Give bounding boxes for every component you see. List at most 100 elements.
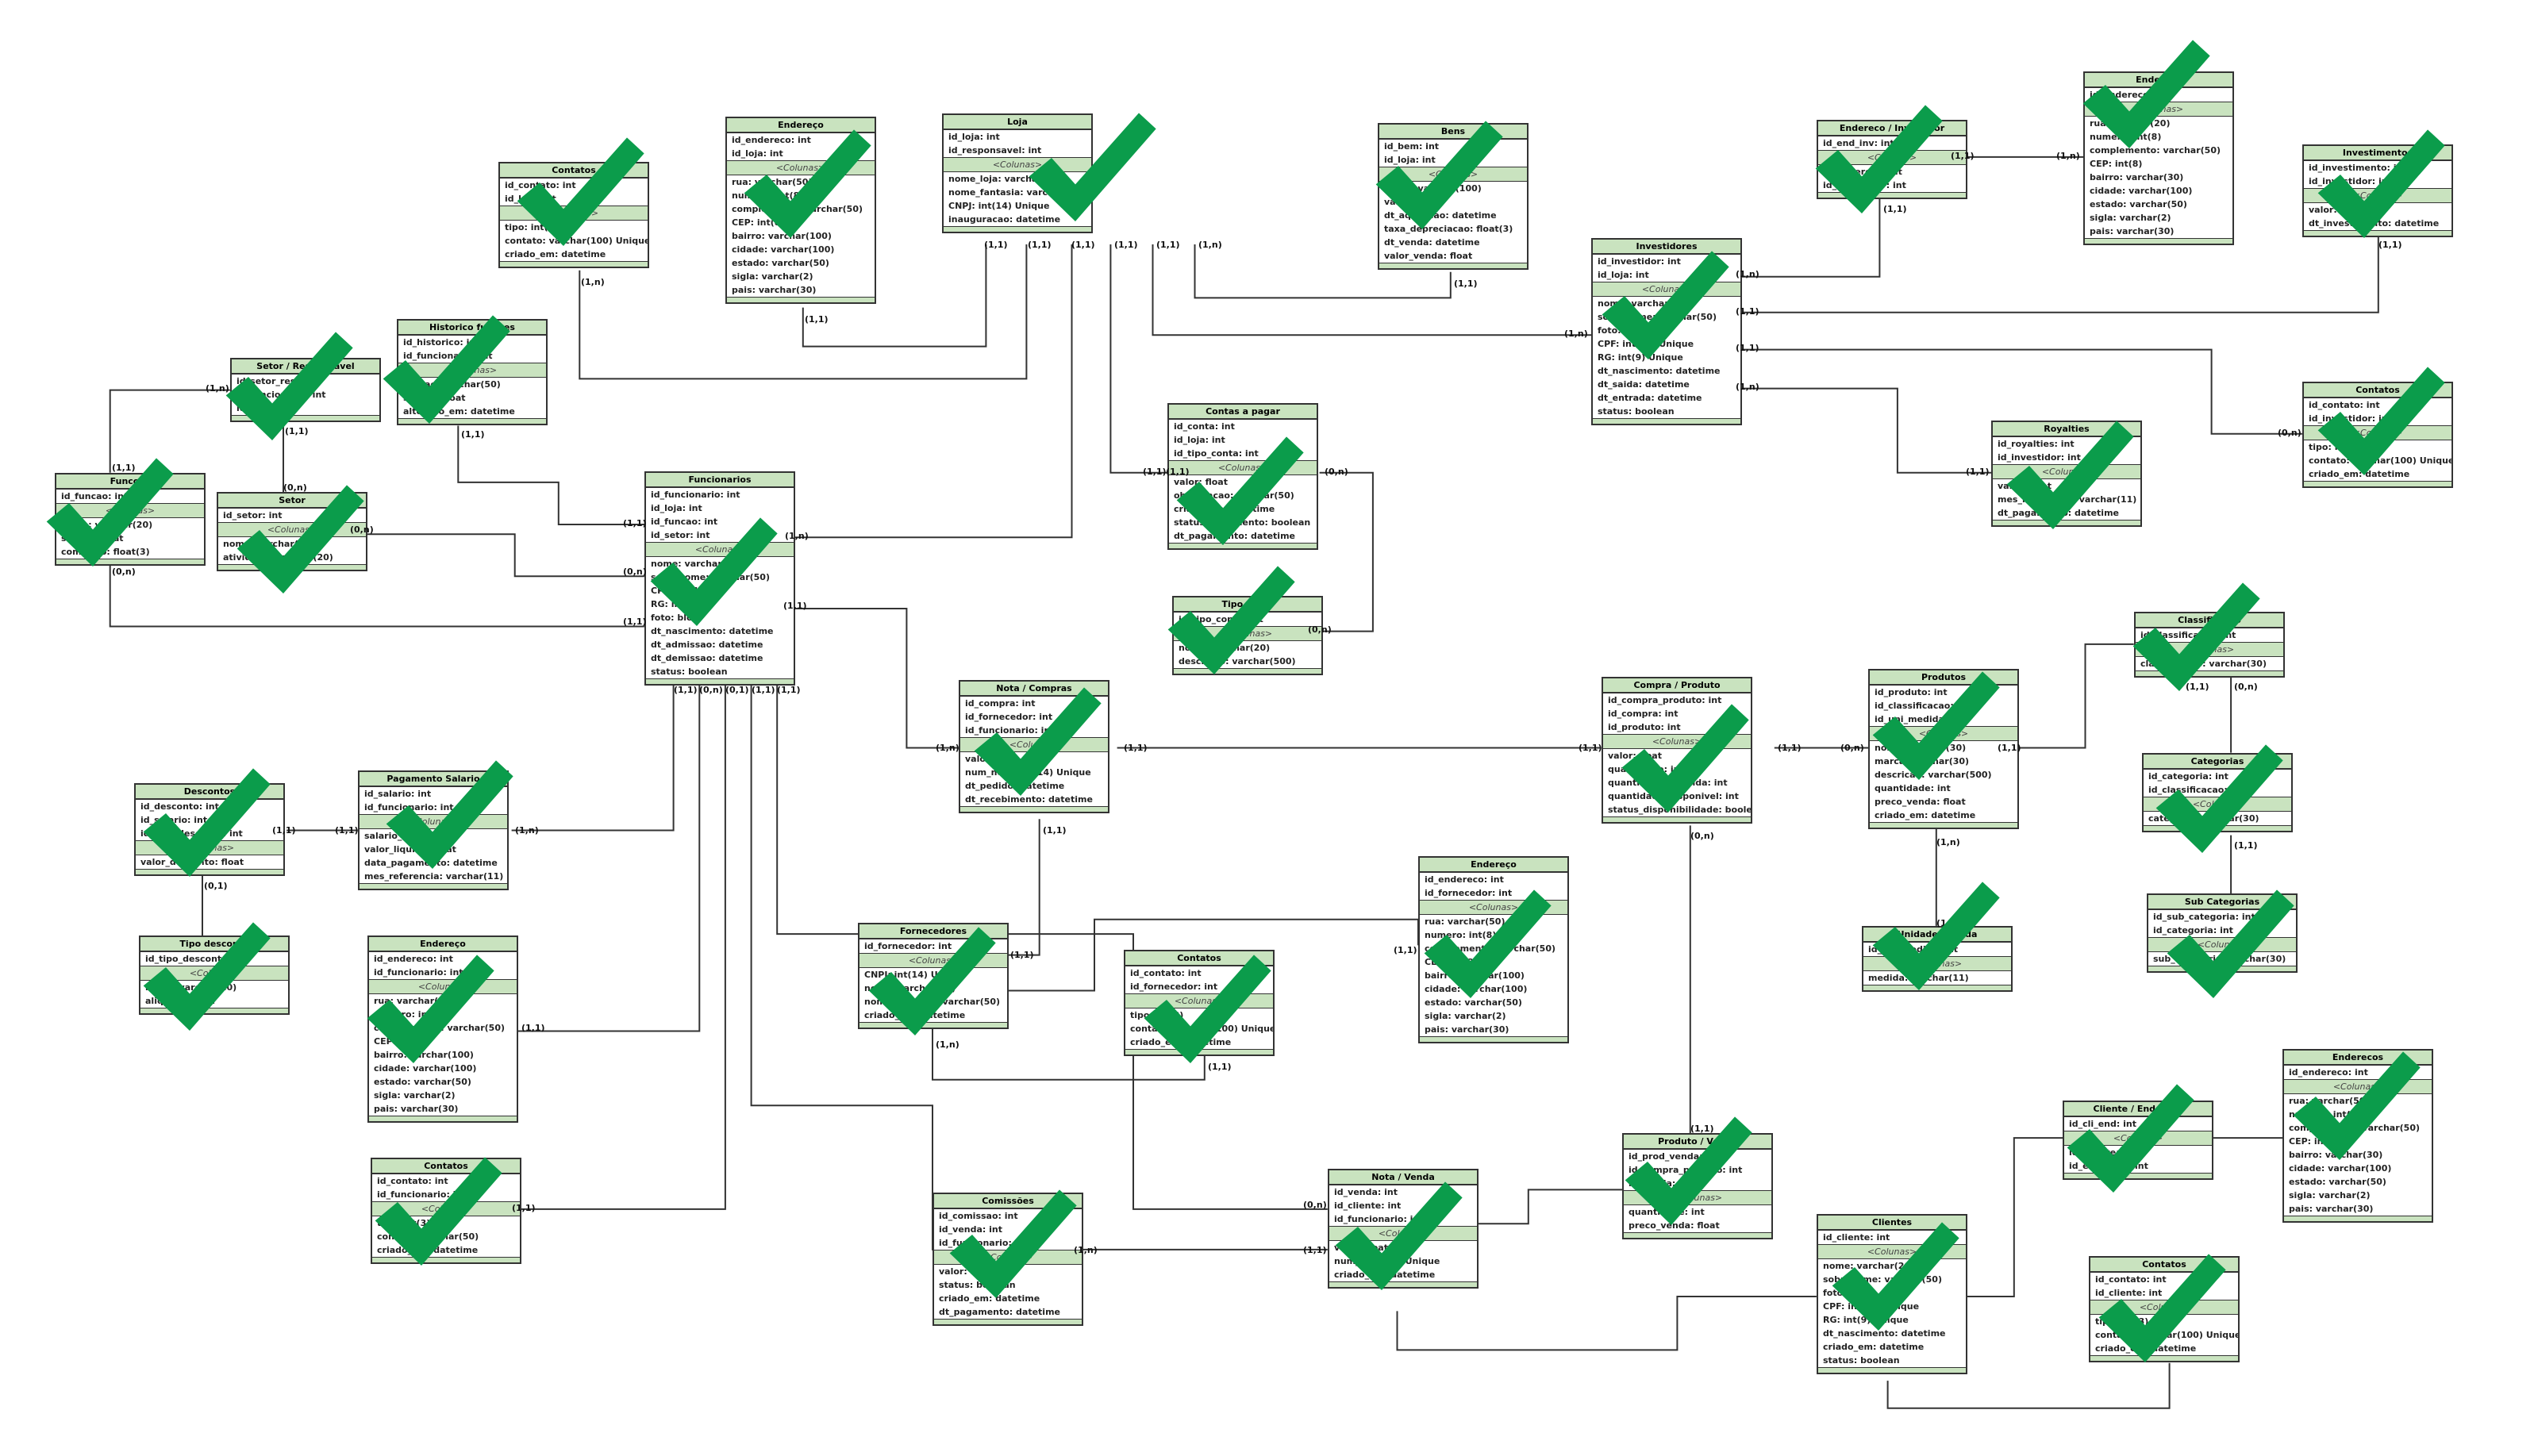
relationship-line [1733,234,2379,313]
cardinality-label: (1,1) [752,685,775,695]
entity-field: dt_recebimento: datetime [965,794,1093,805]
cardinality-label: (1,1) [1043,825,1067,836]
check-icon [1167,566,1295,674]
cardinality-label: (1,1) [2234,840,2258,851]
entity-field: criado_em: datetime [505,249,606,259]
entity-field: id_cli_end: int [2069,1119,2136,1129]
entity-footer [1870,822,2017,828]
entity-footer [1863,985,2011,990]
cardinality-label: (1,1) [112,463,136,473]
entity-field: id_loja: int [732,148,783,159]
cardinality-label: (1,1) [984,240,1008,250]
entity-field: pais: varchar(30) [1425,1024,1509,1035]
relationship-line [457,425,644,525]
entity-field: sigla: varchar(2) [732,271,813,282]
entity-field: id_funcao: int [61,491,129,501]
cardinality-label: (1,1) [674,685,698,695]
entity-field: id_royalties: int [1998,439,2075,449]
entity-field: preco_venda: float [1875,797,1966,807]
entity-footer [727,297,875,302]
entity-field: id_endereco: int [1425,874,1504,885]
entity-field: pais: varchar(30) [2289,1204,2374,1214]
entity-field: id_comissao: int [939,1211,1018,1221]
relationship-line [1955,1137,2063,1297]
check-icon [2155,744,2283,853]
cardinality-label: (0,n) [1325,467,1348,477]
entity-footer [1169,543,1317,548]
entity-field: quantidade: int [1875,783,1951,793]
entity-footer [1818,1367,1966,1373]
entity-field: id_funcionario: int [651,490,740,500]
entity-footer [2284,1216,2432,1221]
entity-field: id_classificacao: int [2148,785,2244,795]
entity-footer [232,415,379,421]
entity-field: criado_em: datetime [939,1293,1040,1304]
entity-field: id_endereco: int [732,135,811,145]
check-icon [46,458,174,567]
relationship-line [1152,244,1592,336]
entity-field: pais: varchar(30) [732,285,817,295]
entity-field: rua: varchar(50) [1425,916,1505,927]
cardinality-label: (1,n) [2056,151,2080,161]
cardinality-label: (0,n) [283,482,307,493]
entity-field: inauguracao: datetime [948,214,1061,225]
entity-field: cidade: varchar(100) [2289,1163,2392,1174]
entity-footer [56,559,204,564]
entity-field: id_desconto: int [140,801,219,812]
relationship-line [508,679,726,1210]
entity-footer [360,883,507,889]
entity-footer [140,1008,288,1013]
cardinality-label: (1,1) [1778,743,1802,753]
cardinality-label: (1,1) [335,825,359,836]
check-icon [1872,671,2000,780]
entity-footer [2136,670,2283,676]
cardinality-label: (1,1) [1124,743,1148,753]
cardinality-label: (1,1) [1208,1062,1232,1072]
entity-field: id_fornecedor: int [1425,888,1513,898]
entity-field: nome: varchar(20) [1823,1261,1915,1271]
entity-title: Compra / Produto [1603,678,1751,693]
relationship-line [109,561,644,628]
entity-field: id_classificacao: int [1875,701,1971,711]
check-icon [744,129,871,238]
cardinality-label: (0,n) [1308,624,1332,635]
relationship-line [776,679,1328,1210]
entity-field: id_historico: int [403,337,480,348]
entity-field: sigla: varchar(2) [2090,213,2171,223]
cardinality-label: (1,1) [1951,151,1975,161]
cardinality-label: (1,1) [1998,743,2021,753]
entity-field: dt_pagamento: datetime [939,1307,1060,1317]
cardinality-label: (1,n) [785,531,809,541]
check-icon [1815,105,1943,213]
entity-title: Sub Categorias [2148,895,2296,910]
cardinality-label: (0,n) [699,685,723,695]
entity-field: dt_demissao: datetime [651,653,763,663]
entity-field: CEP: int(8) [732,217,785,228]
cardinality-label: (1,n) [936,743,959,753]
cardinality-label: (0,n) [2234,682,2258,692]
entity-footer [2304,230,2451,236]
entity-field: id_funcionario: int [377,1189,467,1200]
entity-field: id_cliente: int [1334,1201,1402,1211]
entity-field: estado: varchar(50) [732,258,829,268]
cardinality-label: (1,1) [2378,240,2402,250]
relationship-line [109,389,230,473]
check-icon [2167,889,2294,998]
entity-footer [1379,263,1527,268]
entity-footer [1603,816,1751,822]
entity-title: Pagamento Salario [360,772,507,787]
entity-field: id_loja: int [1598,270,1649,280]
entity-footer [500,261,648,267]
entity-footer [2064,1173,2212,1178]
cardinality-label: (1,1) [521,1023,545,1033]
relationship-line [1396,1296,1817,1351]
entity-field: CEP: int(8) [2090,159,2143,169]
entity-field: bairro: varchar(30) [2090,172,2184,182]
entity-footer [1420,1036,1567,1042]
cardinality-label: (1,1) [1114,240,1138,250]
cardinality-label: (1,1) [1143,467,1167,477]
